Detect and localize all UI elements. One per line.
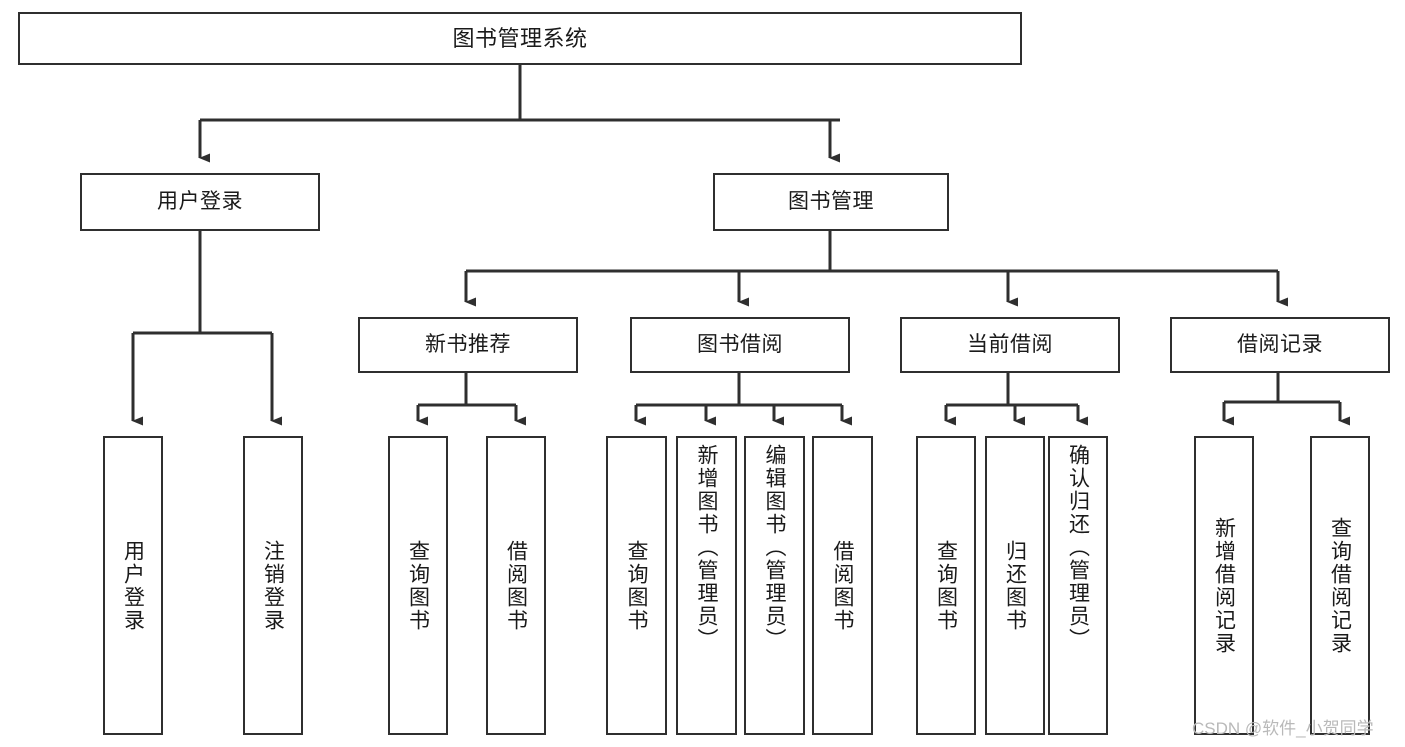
node-borrow-record-label: 借阅记录 xyxy=(1237,332,1323,356)
node-leaf-edit-book-label: 编辑图书（管理员） xyxy=(763,444,786,651)
node-user-login-label: 用户登录 xyxy=(157,189,243,213)
node-leaf-add-book-label: 新增图书（管理员） xyxy=(695,444,718,651)
node-current-borrow-label: 当前借阅 xyxy=(967,332,1053,356)
node-book-manage[interactable]: 图书管理 xyxy=(713,173,949,231)
node-leaf-query-book-1[interactable]: 查询图书 xyxy=(388,436,448,735)
node-leaf-query-book-2[interactable]: 查询图书 xyxy=(606,436,667,735)
node-book-borrow[interactable]: 图书借阅 xyxy=(630,317,850,373)
node-leaf-borrow-book-1[interactable]: 借阅图书 xyxy=(486,436,546,735)
node-leaf-return-book[interactable]: 归还图书 xyxy=(985,436,1045,735)
node-leaf-borrow-book-1-label: 借阅图书 xyxy=(504,539,528,632)
node-leaf-borrow-book-2[interactable]: 借阅图书 xyxy=(812,436,873,735)
node-book-borrow-label: 图书借阅 xyxy=(697,332,783,356)
node-leaf-confirm-return-label: 确认归还（管理员） xyxy=(1066,444,1090,651)
node-user-login[interactable]: 用户登录 xyxy=(80,173,320,231)
node-new-book-rec[interactable]: 新书推荐 xyxy=(358,317,578,373)
node-root[interactable]: 图书管理系统 xyxy=(18,12,1022,65)
node-leaf-query-book-3[interactable]: 查询图书 xyxy=(916,436,976,735)
node-leaf-user-login-label: 用户登录 xyxy=(121,539,145,632)
node-leaf-borrow-book-2-label: 借阅图书 xyxy=(831,539,854,632)
node-leaf-add-book[interactable]: 新增图书（管理员） xyxy=(676,436,737,735)
node-leaf-query-record-label: 查询借阅记录 xyxy=(1328,516,1352,655)
node-leaf-query-book-2-label: 查询图书 xyxy=(625,539,648,632)
node-leaf-user-login[interactable]: 用户登录 xyxy=(103,436,163,735)
node-borrow-record[interactable]: 借阅记录 xyxy=(1170,317,1390,373)
node-leaf-query-book-3-label: 查询图书 xyxy=(934,539,958,632)
node-new-book-rec-label: 新书推荐 xyxy=(425,332,511,356)
csdn-watermark: CSDN @软件_小贺同学 xyxy=(1192,719,1374,738)
node-leaf-add-record-label: 新增借阅记录 xyxy=(1212,516,1236,655)
node-leaf-query-record[interactable]: 查询借阅记录 xyxy=(1310,436,1370,735)
node-leaf-add-record[interactable]: 新增借阅记录 xyxy=(1194,436,1254,735)
node-leaf-confirm-return[interactable]: 确认归还（管理员） xyxy=(1048,436,1108,735)
node-leaf-logout-label: 注销登录 xyxy=(261,539,285,632)
node-book-manage-label: 图书管理 xyxy=(788,189,874,213)
node-root-label: 图书管理系统 xyxy=(452,25,588,51)
node-leaf-logout[interactable]: 注销登录 xyxy=(243,436,303,735)
node-leaf-edit-book[interactable]: 编辑图书（管理员） xyxy=(744,436,805,735)
node-current-borrow[interactable]: 当前借阅 xyxy=(900,317,1120,373)
node-leaf-return-book-label: 归还图书 xyxy=(1003,539,1027,632)
node-leaf-query-book-1-label: 查询图书 xyxy=(406,539,430,632)
